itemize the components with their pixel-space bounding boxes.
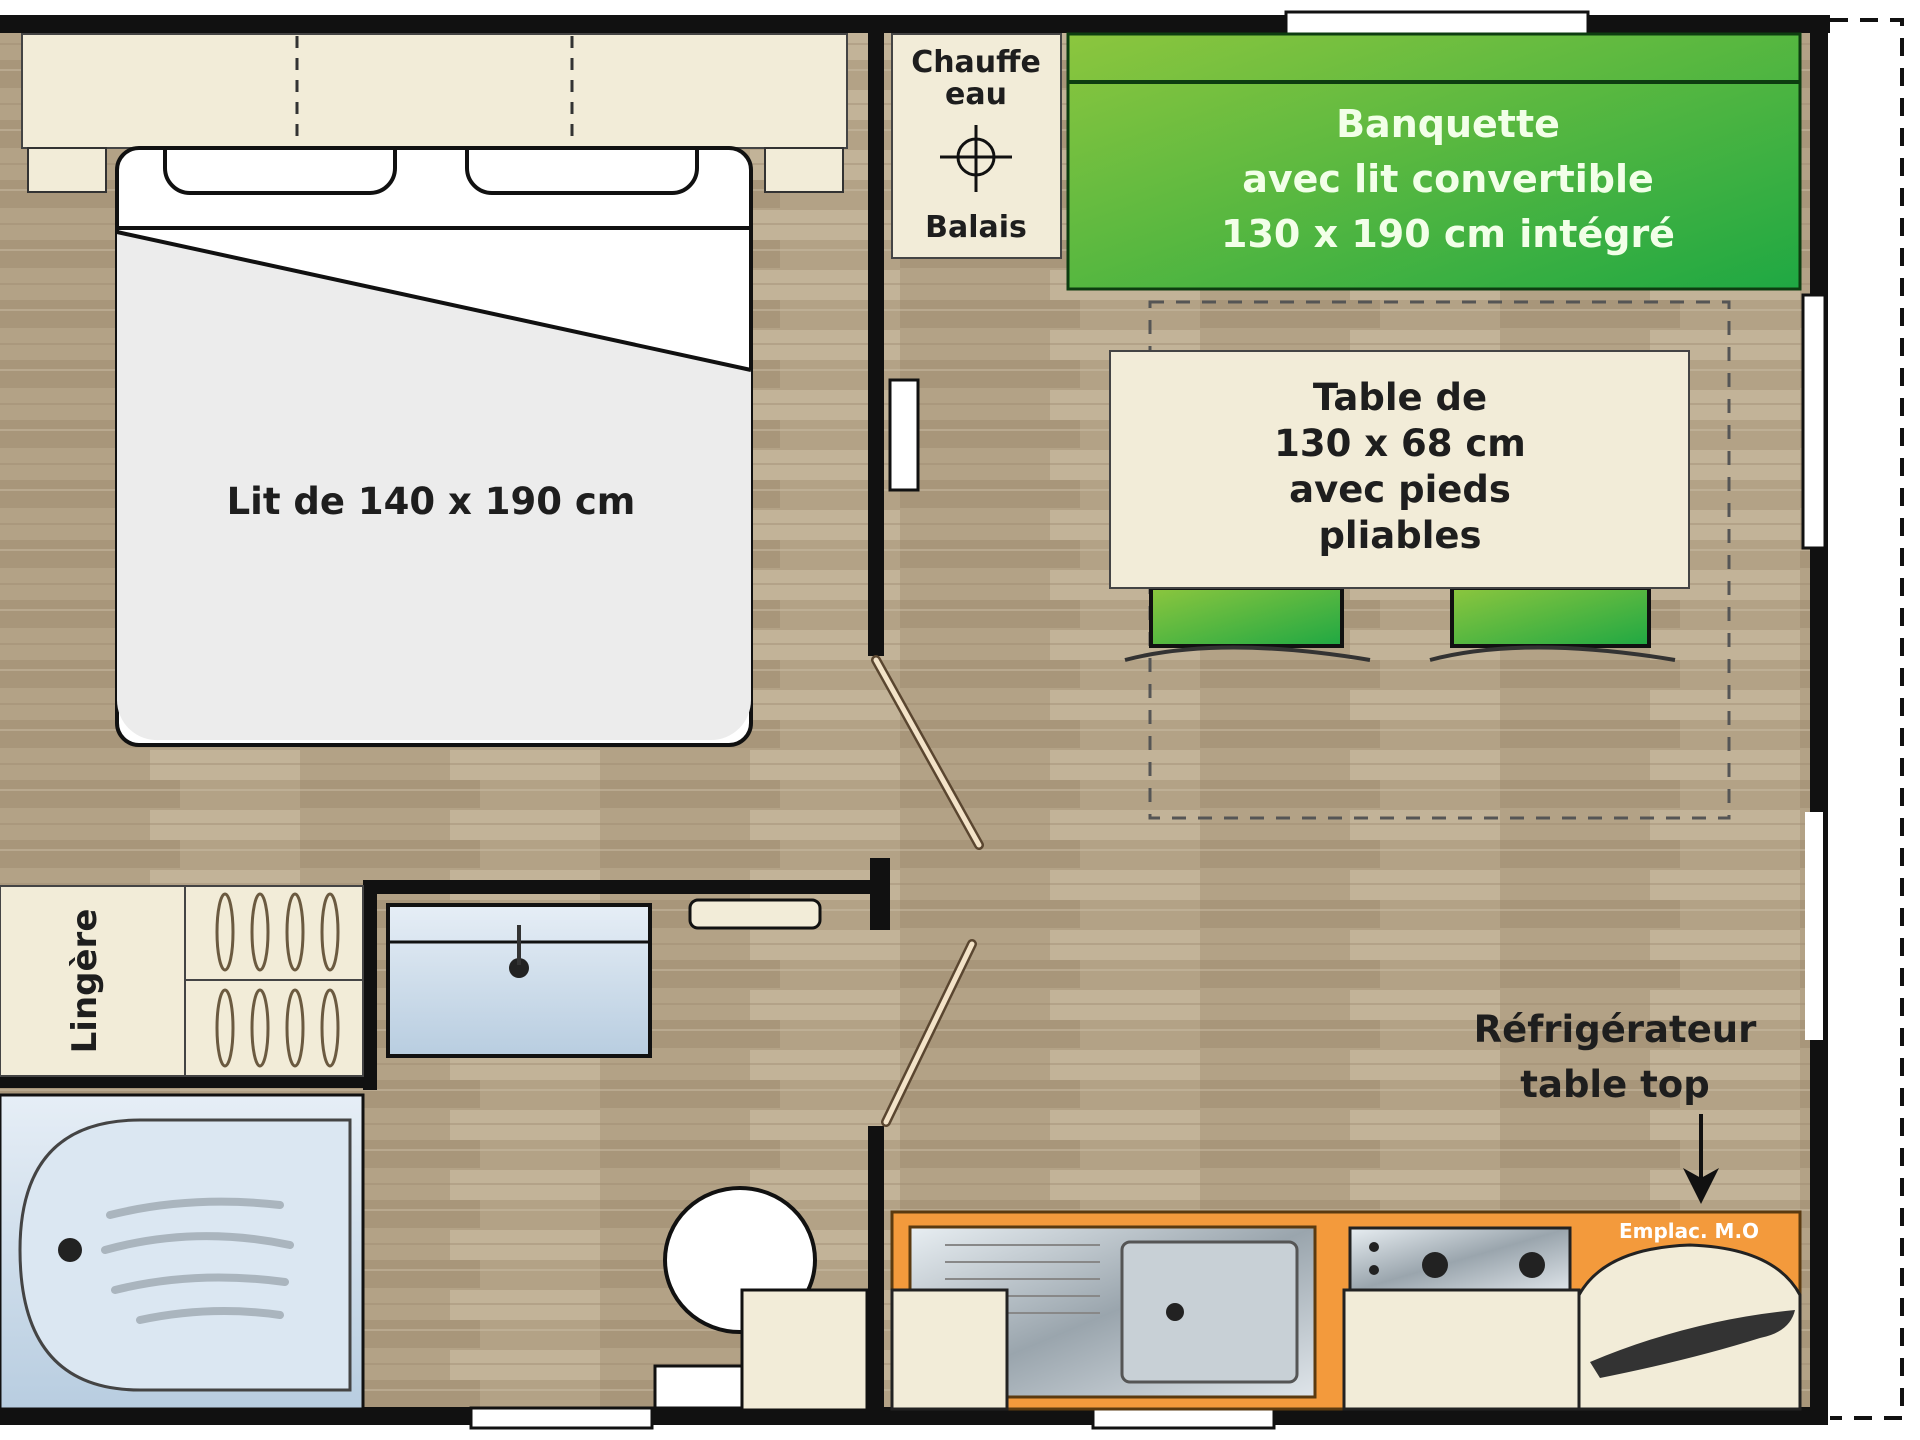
pillow-left xyxy=(163,148,397,195)
crosshair-icon xyxy=(940,125,1012,192)
microwave-icon xyxy=(1590,1310,1795,1378)
fridge-label-2: table top xyxy=(1520,1063,1709,1106)
microwave-label: Emplac. M.O xyxy=(1619,1219,1759,1243)
table-label-3: avec pieds xyxy=(1289,468,1511,511)
bathtub xyxy=(0,1093,365,1411)
dining-table: Table de 130 x 68 cm avec pieds pliables xyxy=(1109,350,1690,589)
water-heater-label-2: eau xyxy=(945,77,1007,112)
fridge-annotation: Réfrigérateur table top xyxy=(1474,1008,1758,1204)
nightstand-right xyxy=(764,147,844,193)
banquette-label-1: Banquette xyxy=(1336,102,1560,146)
pillow-right xyxy=(465,148,699,195)
toilet xyxy=(653,1186,869,1412)
table-label-1: Table de xyxy=(1313,376,1487,419)
banquette-label-3: 130 x 190 cm intégré xyxy=(1221,212,1675,256)
linen-label: Lingère xyxy=(65,909,105,1054)
water-heater-closet: Chauffe eau Balais xyxy=(891,33,1062,259)
windows xyxy=(469,10,1827,1430)
kitchen-counter: Emplac. M.O xyxy=(890,1210,1802,1411)
washbasin xyxy=(386,903,652,1058)
bed: Lit de 140 x 190 cm xyxy=(115,146,753,747)
headboard-shelf xyxy=(21,33,848,149)
inner-walls xyxy=(0,30,890,1416)
terrace-dashed-outline xyxy=(1830,18,1904,1420)
broom-closet-label: Balais xyxy=(925,210,1027,245)
chairs xyxy=(1124,586,1676,662)
banquette-label-2: avec lit convertible xyxy=(1242,157,1654,201)
water-heater-label-1: Chauffe xyxy=(911,45,1041,80)
towel-rail xyxy=(688,898,822,930)
linen-cupboard: Lingère xyxy=(0,885,364,1077)
fridge-label-1: Réfrigérateur xyxy=(1474,1008,1758,1051)
table-label-4: pliables xyxy=(1318,514,1481,557)
table-label-2: 130 x 68 cm xyxy=(1274,422,1526,465)
banquette: Banquette avec lit convertible 130 x 190… xyxy=(1066,32,1802,291)
bed-label: Lit de 140 x 190 cm xyxy=(227,480,636,523)
nightstand-left xyxy=(27,147,107,193)
